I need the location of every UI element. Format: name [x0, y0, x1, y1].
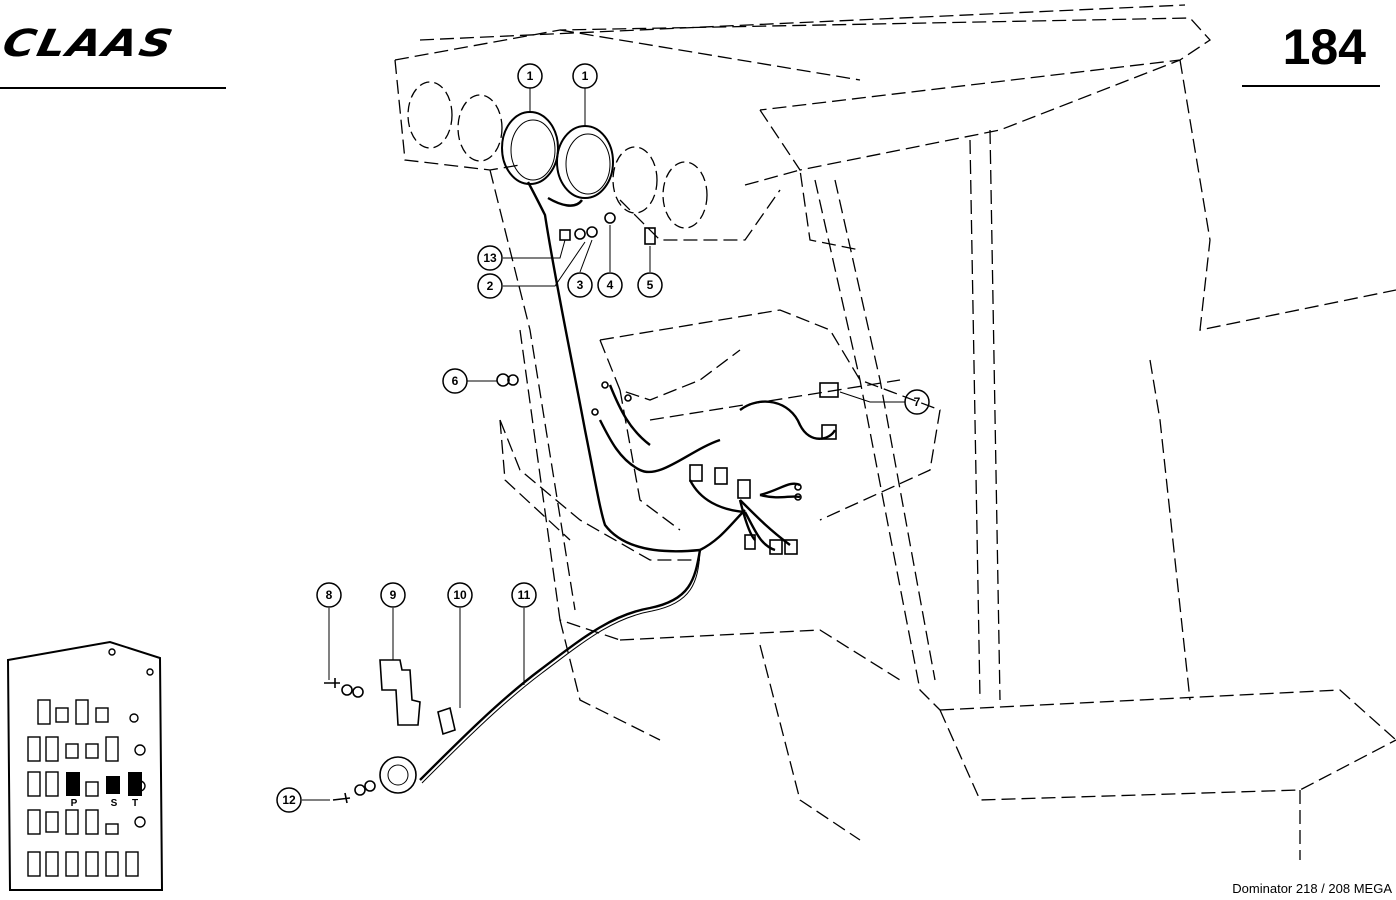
part-8-bolt: [324, 678, 340, 688]
callout-11: 11: [518, 588, 531, 602]
small-parts: [324, 212, 839, 804]
callout-1b: 1: [582, 69, 589, 83]
part-9-bracket: [379, 659, 421, 726]
callout-6: 6: [452, 374, 459, 388]
callout-9: 9: [390, 588, 397, 602]
part-13-washer: [559, 229, 571, 241]
work-light-left: [501, 111, 559, 185]
relay-T-highlight: [128, 772, 142, 796]
relay-label-s: S: [111, 798, 118, 809]
part-3-washer: [586, 226, 598, 238]
callout-13: 13: [483, 251, 497, 265]
callout-1a: 1: [527, 69, 534, 83]
page-number: 184: [1282, 19, 1366, 75]
callout-leaders: [302, 88, 905, 801]
callout-10: 10: [453, 588, 467, 602]
part-10-clip: [437, 706, 456, 736]
model-caption: Dominator 218 / 208 MEGA: [1232, 881, 1392, 896]
relay-S-highlight: [106, 776, 120, 794]
part-5-clip: [644, 227, 656, 245]
callout-7: 7: [914, 395, 921, 409]
part-12-bolt: [332, 792, 351, 804]
locator-panel: P S T: [6, 640, 164, 891]
machine-outline: [394, 4, 1396, 860]
callout-2: 2: [487, 279, 494, 293]
callout-4: 4: [607, 278, 614, 292]
callout-12: 12: [282, 793, 296, 807]
relay-label-p: P: [71, 798, 78, 809]
relay-label-t: T: [132, 798, 138, 809]
callout-8: 8: [326, 588, 333, 602]
part-6-switch: [496, 373, 510, 387]
wiring-harness: [419, 181, 837, 784]
relay-P-highlight: [66, 772, 80, 796]
part-2-nut: [574, 228, 586, 240]
callout-5: 5: [647, 278, 654, 292]
callout-circles: [276, 63, 930, 813]
part-4-nut: [604, 212, 616, 224]
work-light-right: [556, 125, 614, 199]
callout-3: 3: [577, 278, 584, 292]
callout-labels: 1 1 2 3 4 5 6 7 8 9 10 11 12 13: [282, 69, 920, 807]
connectors: [591, 381, 837, 555]
sender-unit: [379, 756, 417, 794]
part-7-relay: [819, 382, 839, 398]
light-bar: [407, 81, 708, 229]
